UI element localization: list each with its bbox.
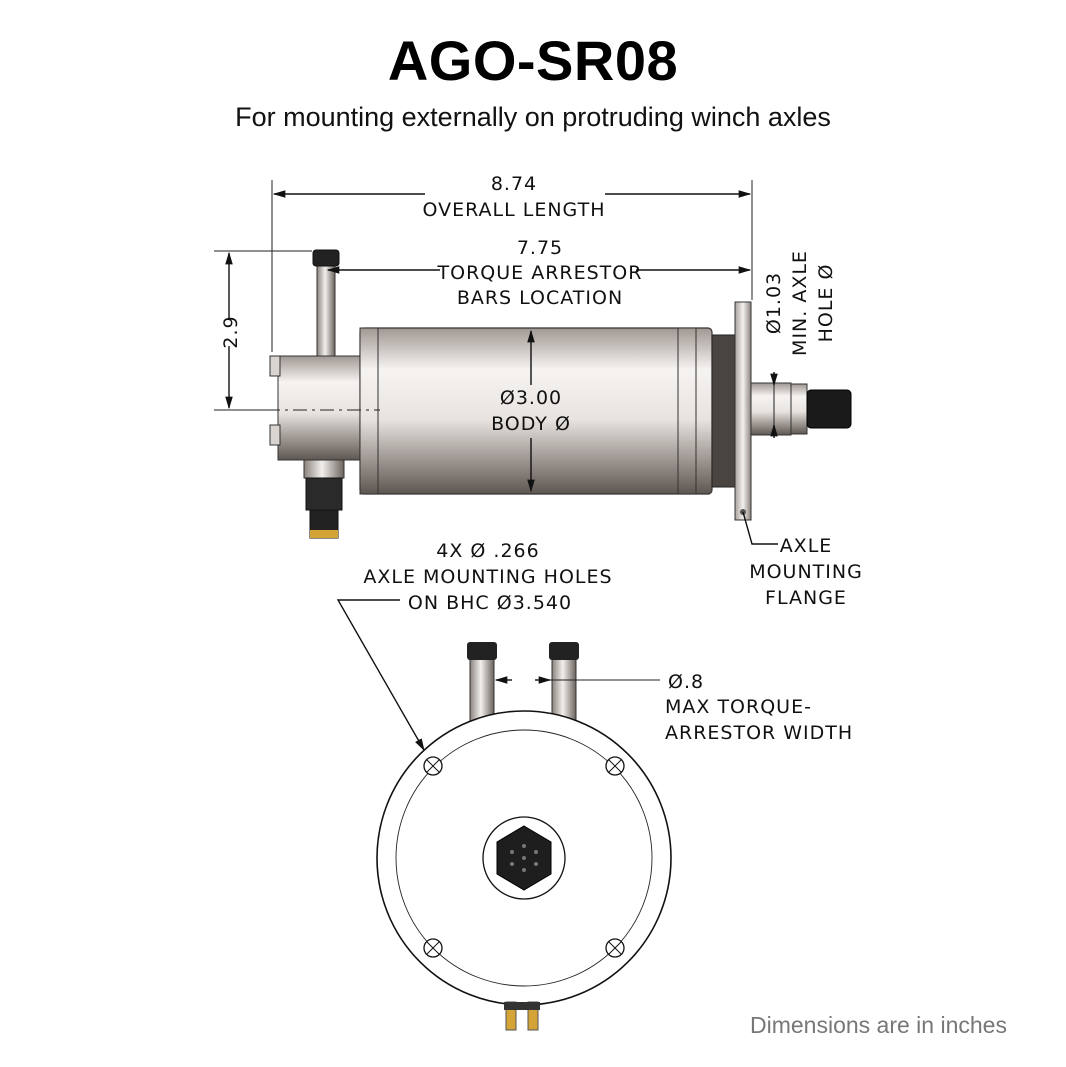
left-housing [277,355,375,461]
arrestor-width-label-1: MAX TORQUE- [665,696,812,718]
arrestor-width-value: Ø.8 [668,671,704,693]
body-diameter-value: Ø3.00 [500,387,562,409]
end-arrestor-cap-left [467,642,497,660]
end-arrestor-cap-right [549,642,579,660]
holes-label-2: AXLE MOUNTING HOLES [363,566,612,588]
page-title: AGO-SR08 [387,29,679,92]
axle-hole-value: Ø1.03 [763,272,785,334]
right-connector-shaft [750,382,792,436]
body-band-right [677,327,697,495]
overall-length-label: OVERALL LENGTH [422,199,605,221]
flange-label-3: FLANGE [765,587,847,609]
body-diameter-label: BODY Ø [491,413,571,435]
page-subtitle: For mounting externally on protruding wi… [235,102,831,132]
end-connector-pins [510,844,538,872]
axle-hole-label-2: HOLE Ø [815,264,837,343]
axle-mounting-flange [734,301,752,521]
torque-label-1: TORQUE ARRESTOR [437,262,643,284]
body-band-left [359,327,379,495]
bottom-connector-nut [303,459,345,479]
bottom-connector-gold [310,530,338,538]
axle-hole-label-1: MIN. AXLE [789,250,811,356]
footnote: Dimensions are in inches [750,1012,1007,1038]
holes-label-1: 4X Ø .266 [436,540,539,562]
housing-stub-lower [269,424,281,446]
mounting-hole-br [605,938,625,958]
flange-neck [711,334,737,488]
mounting-hole-tl [423,756,443,776]
flange-label-2: MOUNTING [749,561,863,583]
overall-length-value: 8.74 [491,173,537,195]
holes-label-3: ON BHC Ø3.540 [408,592,572,614]
right-connector-body [806,389,852,429]
mounting-hole-bl [423,938,443,958]
housing-stub-upper [269,355,281,377]
torque-label-2: BARS LOCATION [457,287,623,309]
mounting-hole-tr [605,756,625,776]
end-bolt-circle [395,729,653,987]
end-arrestor-bar-right [551,654,577,722]
bottom-connector-body [305,477,343,511]
flange-label-1: AXLE [780,535,833,557]
main-body [359,327,713,495]
torque-arrestor-cap [312,249,340,267]
torque-value: 7.75 [517,237,563,259]
arrestor-width-label-2: ARRESTOR WIDTH [665,722,853,744]
end-view: 4X Ø .266 AXLE MOUNTING HOLES ON BHC Ø3.… [336,540,853,1031]
height-value: 2.9 [220,315,242,348]
end-arrestor-bar-left [469,654,495,722]
right-connector-nut [790,383,808,435]
end-bottom-pin-base [504,1002,540,1010]
side-view: 8.74 OVERALL LENGTH 7.75 TORQUE ARRESTOR… [214,173,863,609]
